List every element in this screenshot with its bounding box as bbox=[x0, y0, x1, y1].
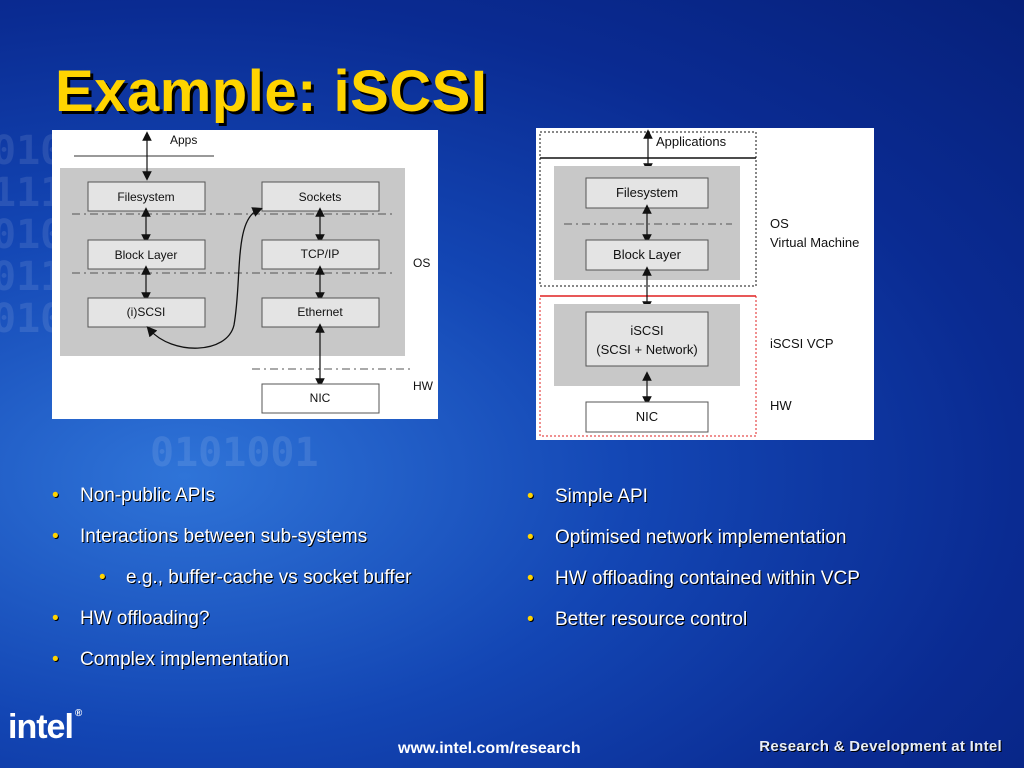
traditional-stack-diagram: Apps Filesystem Block Layer (i)SCSI Sock… bbox=[52, 130, 438, 419]
list-sub-item: •e.g., buffer-cache vs socket buffer bbox=[99, 567, 412, 588]
vcp-label: iSCSI VCP bbox=[770, 336, 834, 351]
nic-box-vcp bbox=[585, 401, 709, 433]
slide-title: Example: iSCSI bbox=[55, 59, 488, 124]
iscsi-vcp-diagram: Applications Filesystem Block Layer iSCS… bbox=[536, 128, 874, 440]
svg-text:Ethernet: Ethernet bbox=[297, 305, 343, 319]
vm-label: Virtual Machine bbox=[770, 235, 859, 250]
list-item: •Non-public APIs bbox=[52, 485, 216, 506]
cross-subsystem-arrow bbox=[146, 207, 263, 349]
footer-tagline: Research & Development at Intel bbox=[759, 738, 1002, 755]
benefits-list: •Simple API •Optimised network implement… bbox=[527, 486, 860, 650]
svg-text:Sockets: Sockets bbox=[299, 190, 342, 204]
block-layer-box-vm bbox=[585, 239, 709, 271]
svg-text:Block Layer: Block Layer bbox=[115, 248, 178, 262]
apps-label: Apps bbox=[170, 133, 197, 147]
svg-text:(i)SCSI: (i)SCSI bbox=[127, 305, 166, 319]
iscsi-box-vcp bbox=[585, 311, 709, 367]
sockets-box bbox=[261, 181, 380, 212]
svg-text:NIC: NIC bbox=[310, 391, 331, 405]
applications-label: Applications bbox=[656, 134, 727, 149]
svg-text:Block Layer: Block Layer bbox=[613, 247, 682, 262]
svg-text:Filesystem: Filesystem bbox=[616, 185, 678, 200]
footer-url: www.intel.com/research bbox=[398, 740, 581, 757]
list-item: •Better resource control bbox=[527, 609, 748, 630]
os-label-vm: OS bbox=[770, 216, 789, 231]
hw-label-vcp: HW bbox=[770, 398, 792, 413]
os-label: OS bbox=[413, 256, 430, 270]
drawbacks-list: •Non-public APIs •Interactions between s… bbox=[52, 485, 412, 690]
intel-logo: intel® bbox=[8, 708, 82, 746]
filesystem-box-vm bbox=[585, 177, 709, 209]
list-item: •Interactions between sub-systems bbox=[52, 526, 368, 547]
hw-label: HW bbox=[413, 379, 434, 393]
nic-box bbox=[261, 383, 380, 414]
iscsi-vcp-region bbox=[539, 295, 757, 437]
svg-text:(SCSI + Network): (SCSI + Network) bbox=[596, 342, 698, 357]
list-item: •Complex implementation bbox=[52, 649, 290, 670]
list-item: •Simple API bbox=[527, 486, 648, 507]
svg-text:NIC: NIC bbox=[636, 409, 658, 424]
background-binary-pattern-2: 0101001 bbox=[150, 430, 319, 476]
svg-text:iSCSI: iSCSI bbox=[630, 323, 663, 338]
list-item: •HW offloading contained within VCP bbox=[527, 568, 860, 589]
list-item: •HW offloading? bbox=[52, 608, 210, 629]
svg-text:TCP/IP: TCP/IP bbox=[301, 247, 340, 261]
list-item: •Optimised network implementation bbox=[527, 527, 847, 548]
svg-text:Filesystem: Filesystem bbox=[117, 190, 174, 204]
